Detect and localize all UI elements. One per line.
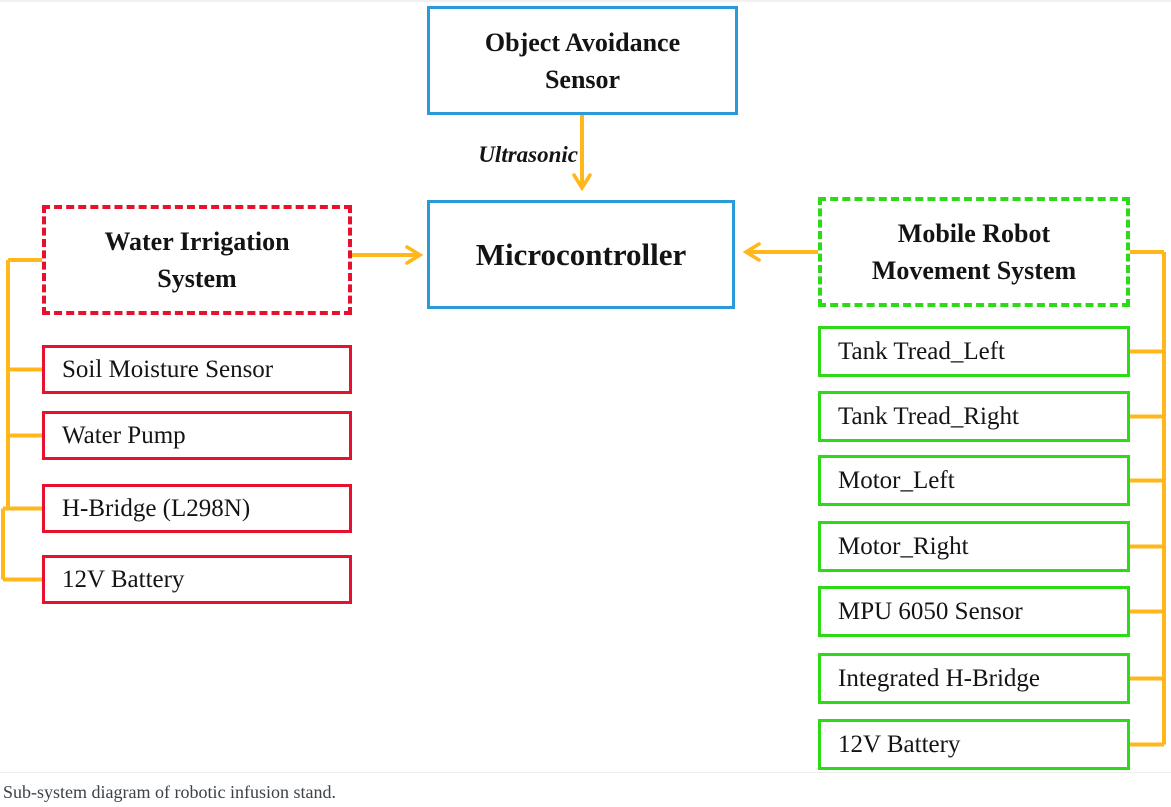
mobile-robot-movement-system-label: Mobile Robot Movement System — [871, 219, 1077, 285]
node-soil-moisture-sensor: Soil Moisture Sensor — [42, 345, 352, 394]
node-integrated-h-bridge: Integrated H-Bridge — [818, 653, 1130, 704]
node-microcontroller: Microcontroller — [427, 200, 735, 309]
caption-divider — [0, 772, 1171, 773]
water-irrigation-system-label: Water Irrigation System — [104, 227, 290, 293]
microcontroller-label: Microcontroller — [475, 236, 687, 272]
ultrasonic-label: Ultrasonic — [478, 142, 578, 167]
node-water-pump: Water Pump — [42, 411, 352, 460]
node-motor-left: Motor_Left — [818, 455, 1130, 506]
node-mpu-6050-sensor: MPU 6050 Sensor — [818, 586, 1130, 637]
node-water-irrigation-system: Water Irrigation System — [42, 205, 352, 315]
figure-caption: Sub-system diagram of robotic infusion s… — [3, 782, 336, 802]
node-12v-battery-water: 12V Battery — [42, 555, 352, 604]
mobile-subsystem-connector — [1130, 250, 1166, 747]
water-subsystem-connector — [1, 258, 42, 582]
node-object-avoidance-sensor: Object Avoidance Sensor — [427, 6, 738, 115]
node-motor-right: Motor_Right — [818, 521, 1130, 572]
node-tank-tread-left: Tank Tread_Left — [818, 326, 1130, 377]
connector-layer — [1, 115, 1166, 747]
node-12v-battery-mobile: 12V Battery — [818, 719, 1130, 770]
node-mobile-robot-movement-system: Mobile Robot Movement System — [818, 197, 1130, 307]
node-tank-tread-right: Tank Tread_Right — [818, 391, 1130, 442]
node-h-bridge-l298n: H-Bridge (L298N) — [42, 484, 352, 533]
object-avoidance-sensor-label: Object Avoidance Sensor — [484, 27, 681, 94]
